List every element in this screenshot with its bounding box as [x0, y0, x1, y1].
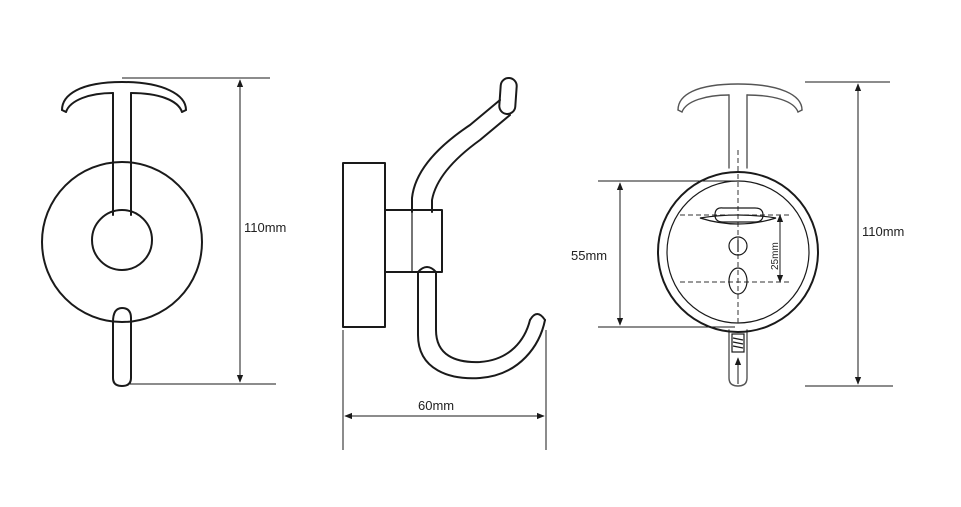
side-upper-tip [498, 77, 518, 115]
front-boss [91, 209, 153, 271]
back-plate-label: 55mm [571, 248, 607, 263]
front-view: 110mm [41, 77, 299, 387]
back-height-label: 110mm [862, 224, 904, 239]
side-collar [384, 209, 443, 273]
front-height-label: 110mm [244, 220, 286, 235]
side-depth-label: 60mm [418, 398, 454, 413]
side-wall-plate [342, 162, 386, 328]
back-view: 25mm 55mm 110mm [568, 81, 917, 387]
front-rosette [41, 161, 203, 323]
back-hole-spacing-label: 25mm [770, 242, 781, 270]
back-rosette [657, 171, 819, 333]
side-view: 60mm [342, 77, 547, 450]
